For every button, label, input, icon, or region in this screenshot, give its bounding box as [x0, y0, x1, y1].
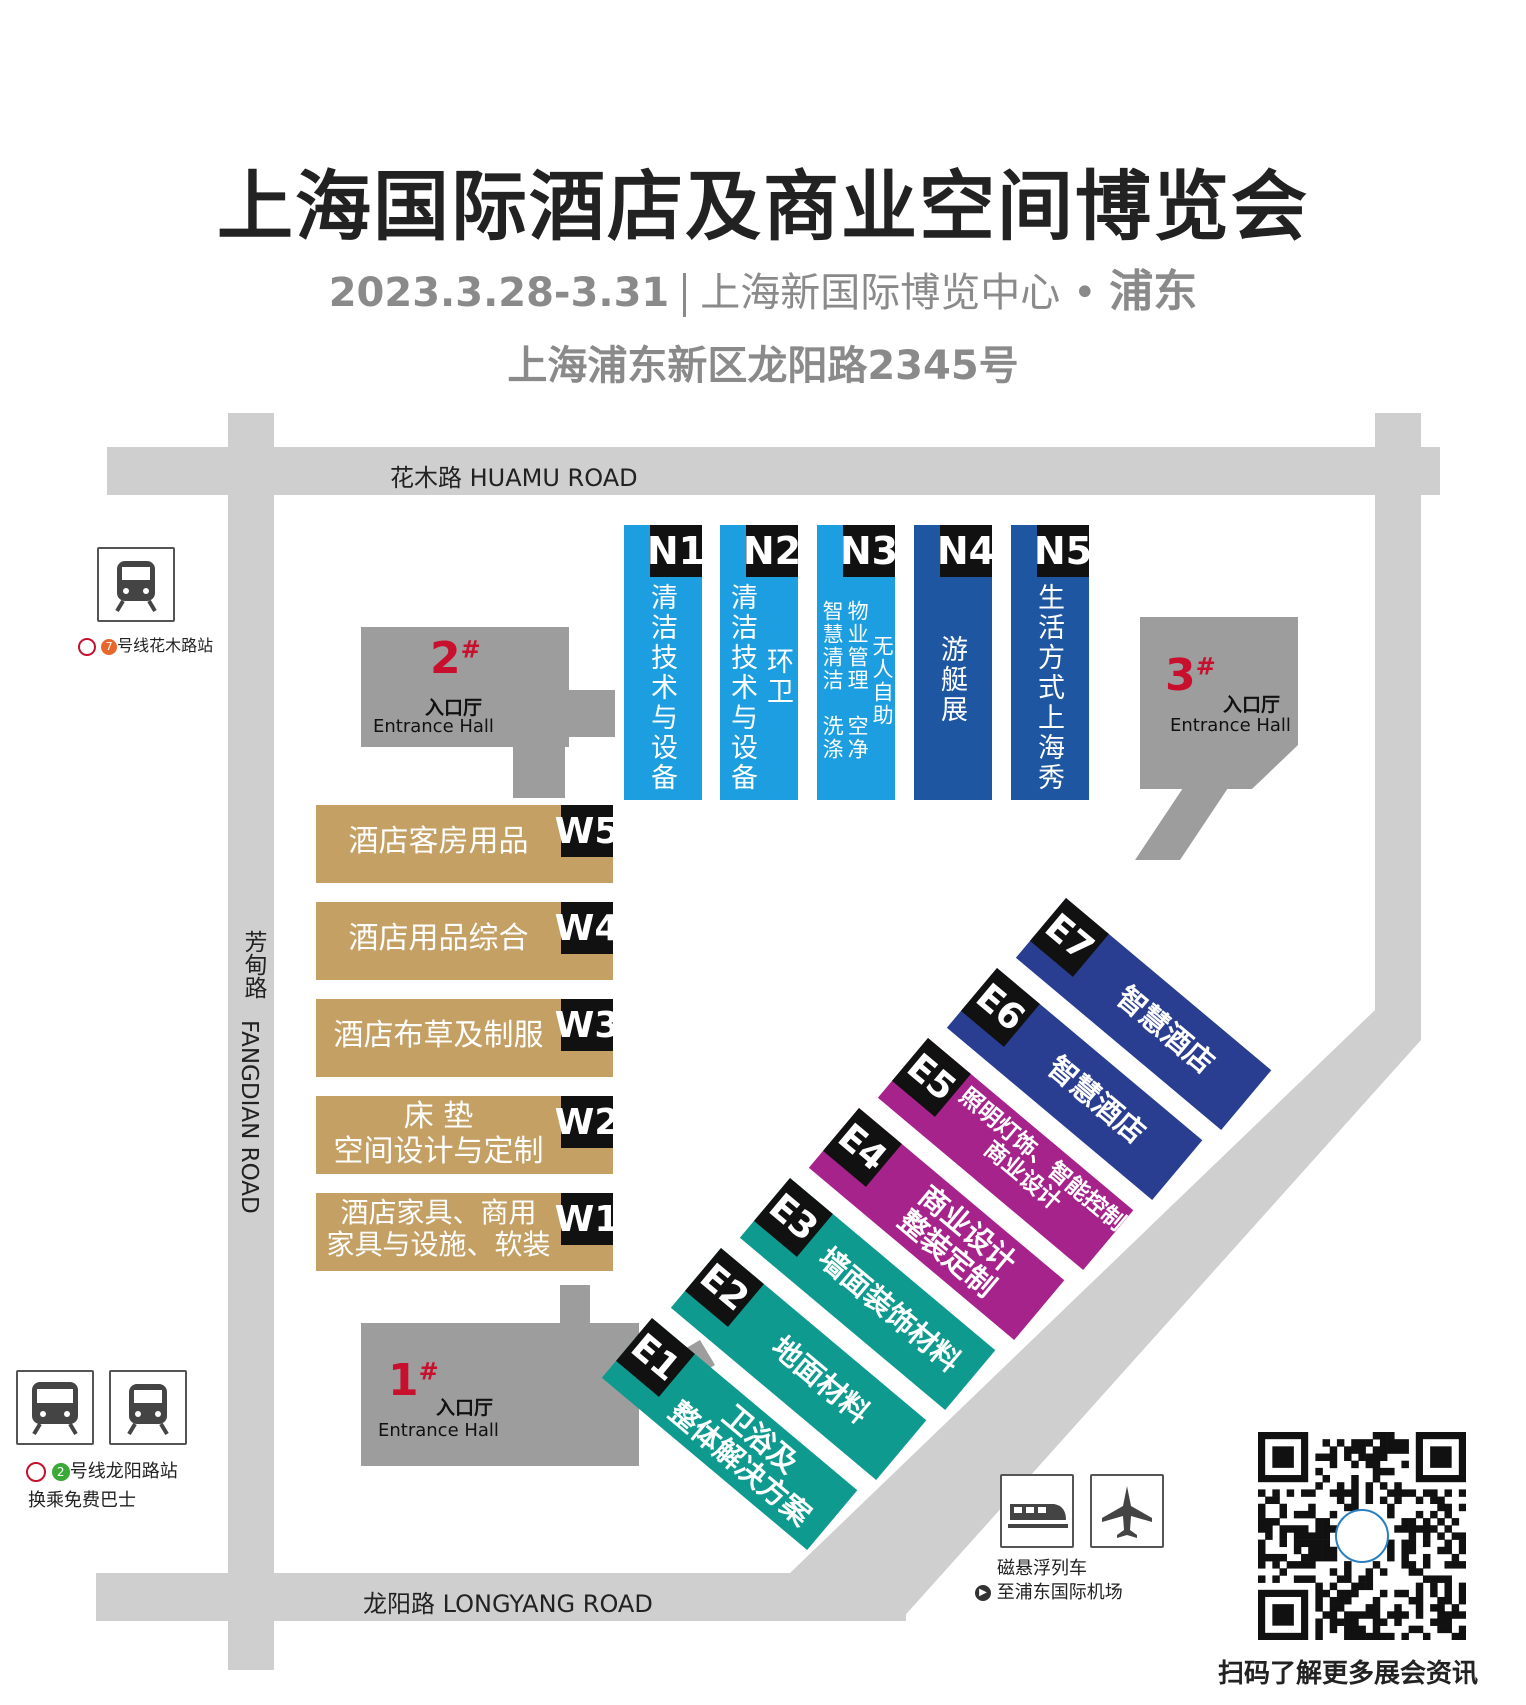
event-date: 2023.3.28-3.31: [328, 270, 670, 316]
huamu-road-label: 花木路 HUAMU ROAD: [390, 464, 638, 492]
longyang-road-label: 龙阳路 LONGYANG ROAD: [363, 1590, 653, 1618]
hall-n3[interactable]: N3 智慧清洁 物业管理 无人自助 洗涤 空净: [817, 525, 898, 800]
metro-station-huamu[interactable]: [97, 547, 175, 622]
hall-n3-air: 空净: [845, 715, 870, 761]
hall-w5-label: 酒店客房用品: [348, 824, 529, 859]
hall-w5[interactable]: 酒店客房用品 W5: [316, 805, 619, 883]
line2-badge: 2: [51, 1463, 70, 1481]
hall1-number: 1#: [388, 1355, 439, 1406]
hall2-number: 2#: [430, 633, 481, 684]
hall-w1-label: 酒店家具、商用家具与设施、软装: [326, 1196, 551, 1262]
hall-n1-code: N1: [647, 525, 705, 577]
hall-n4-code: N4: [937, 525, 995, 577]
hall-n3-laundry: 洗涤: [820, 715, 845, 761]
page-title: 上海国际酒店及商业空间博览会: [217, 162, 1309, 251]
hall-w2-label: 床 垫空间设计与定制: [333, 1099, 544, 1169]
huamu-road: [107, 447, 1440, 495]
hall-w4-code: W4: [555, 902, 619, 954]
metro-logo-icon: [26, 1462, 46, 1482]
fangdian-road-label-en: FANGDIAN ROAD: [236, 1020, 262, 1214]
hall-w3-label: 酒店布草及制服: [333, 1018, 544, 1053]
hall-n3-smart-cleaning: 智慧清洁: [820, 600, 845, 692]
road-stub-ne: [1375, 413, 1421, 498]
entrance-hall-3[interactable]: [1140, 617, 1300, 792]
hall-w2-code: W2: [555, 1096, 619, 1148]
hall3-label-cn: 入口厅: [1223, 694, 1281, 716]
event-info: 2023.3.28-3.31 上海新国际博览中心 • 浦东: [0, 255, 1526, 319]
hall-w2[interactable]: 床 垫空间设计与定制 W2: [316, 1096, 619, 1174]
train-icon: [32, 1382, 78, 1436]
hall-n1-label: 清洁技术与设备: [646, 583, 678, 793]
hall-n3-property: 物业管理: [845, 600, 870, 692]
train-icon: [127, 1384, 169, 1436]
hall-n2[interactable]: N2 清洁技术与设备 环卫: [720, 525, 801, 800]
airplane-icon: [1102, 1486, 1152, 1538]
line7-badge: 7: [101, 638, 118, 655]
entrance-hall-2[interactable]: [361, 627, 569, 747]
hall-w1[interactable]: 酒店家具、商用家具与设施、软装 W1: [316, 1193, 619, 1271]
metro-station-longyang-b[interactable]: [109, 1370, 187, 1445]
entrance-hall-2-wing: [565, 690, 615, 737]
hall3-number: 3#: [1165, 650, 1216, 701]
hall-n5-code: N5: [1034, 525, 1092, 577]
maglev-train-icon: [1008, 1504, 1068, 1528]
venue-name: 上海新国际博览中心: [700, 270, 1061, 316]
hall-n5-label: 生活方式上海秀: [1033, 583, 1065, 793]
qr-caption: 扫码了解更多展会资讯: [1218, 1659, 1479, 1689]
hall-n4[interactable]: N4 游艇展: [914, 525, 995, 800]
fangdian-road-label-cn: 芳甸路: [240, 930, 266, 999]
hall-w4[interactable]: 酒店用品综合 W4: [316, 902, 619, 980]
venue-address: 上海浦东新区龙阳路2345号: [507, 343, 1019, 389]
metro-station-longyang-a[interactable]: [16, 1370, 94, 1445]
hall3-label-en: Entrance Hall: [1170, 715, 1291, 736]
airport-route: ▶ 至浦东国际机场: [975, 1578, 1123, 1604]
district-name: 浦东: [1109, 266, 1198, 317]
hall-n1[interactable]: N1 清洁技术与设备: [624, 525, 705, 800]
hall-n3-code: N3: [840, 525, 898, 577]
hall-w4-label: 酒店用品综合: [348, 921, 529, 956]
entrance-hall-2-link: [513, 740, 565, 798]
hall-n2-label: 清洁技术与设备: [726, 583, 758, 793]
hall-n2-code: N2: [743, 525, 801, 577]
hall2-label-en: Entrance Hall: [373, 716, 494, 737]
hall-w3[interactable]: 酒店布草及制服 W3: [316, 999, 619, 1077]
longyang-road: [96, 1573, 906, 1621]
hall-n4-label: 游艇展: [936, 635, 968, 725]
maglev-label: 磁悬浮列车: [997, 1558, 1087, 1579]
fangdian-road: [228, 495, 274, 1670]
hall-w3-code: W3: [555, 999, 619, 1051]
divider: [683, 273, 687, 317]
entrance-hall-1[interactable]: [361, 1323, 639, 1466]
hall-n5[interactable]: N5 生活方式上海秀: [1011, 525, 1092, 800]
play-arrow-icon: ▶: [975, 1585, 991, 1601]
hall1-label-en: Entrance Hall: [378, 1420, 499, 1441]
airport[interactable]: [1090, 1474, 1164, 1548]
hall3-connector: [1135, 785, 1230, 860]
hall-w5-code: W5: [555, 805, 619, 857]
hall-w1-code: W1: [555, 1193, 619, 1245]
hall-n2-label2: 环卫: [762, 647, 794, 707]
entrance-hall-1-link: [560, 1285, 590, 1325]
dot-separator: •: [1060, 270, 1110, 316]
hall-n3-self-service: 无人自助: [870, 635, 895, 727]
hall1-label-cn: 入口厅: [436, 1397, 494, 1419]
maglev-station[interactable]: [1000, 1474, 1074, 1548]
train-icon: [115, 561, 157, 613]
qr-code[interactable]: [1258, 1432, 1466, 1640]
metro-logo-icon: [78, 637, 96, 656]
road-stub-nw: [228, 413, 274, 498]
hall2-label-cn: 入口厅: [425, 697, 483, 719]
free-bus-label: 换乘免费巴士: [28, 1490, 136, 1511]
